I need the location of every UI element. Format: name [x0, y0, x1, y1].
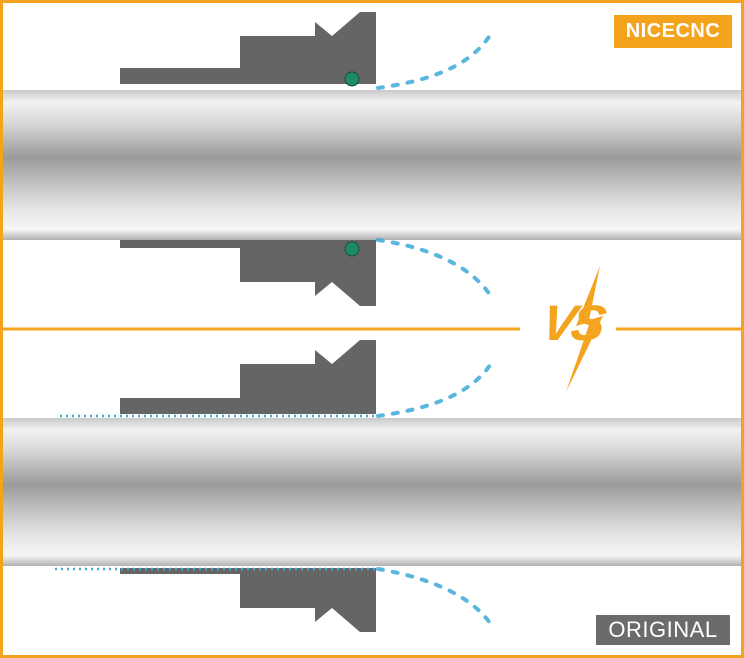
lightning-bolt-icon: [566, 266, 603, 392]
top-panel: [3, 12, 741, 306]
rod: [3, 418, 741, 566]
lubricant-spray-upper: [376, 360, 494, 418]
vs-label: VS: [537, 295, 607, 351]
lubricant-spray-upper: [376, 30, 494, 90]
lubricant-spray-lower: [376, 567, 494, 628]
o-ring-lower: [344, 241, 360, 257]
original-badge: ORIGINAL: [594, 613, 732, 647]
seal-upper: [120, 12, 376, 84]
o-ring-upper: [344, 71, 360, 87]
rod: [3, 90, 741, 240]
seal-lower: [120, 568, 376, 632]
brand-badge: NICECNC: [614, 15, 732, 48]
bottom-panel: [3, 340, 741, 632]
lubricant-spray-lower: [376, 238, 494, 300]
seal-lower: [120, 240, 376, 306]
seal-upper: [120, 340, 376, 414]
